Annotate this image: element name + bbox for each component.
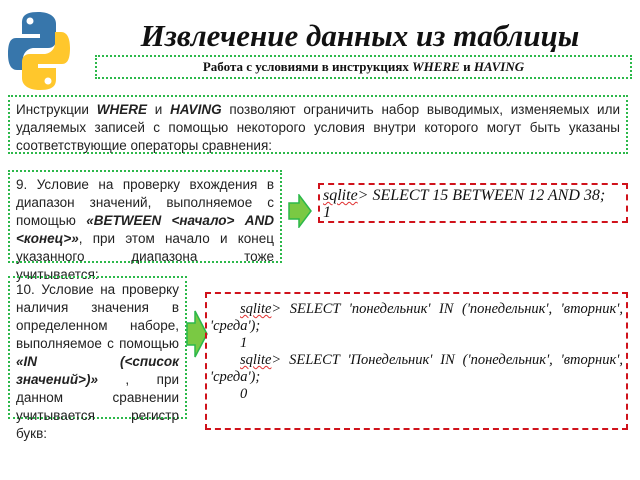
between-syntax: «BETWEEN <начало> AND <конец>» <box>16 213 274 246</box>
code10-box: sqlite> SELECT 'понедельник' IN ('понеде… <box>205 292 628 430</box>
item10-box: 10. Условие на проверку наличия значения… <box>8 276 187 441</box>
arrow-right-icon <box>288 192 312 233</box>
sql-result: 1 <box>323 204 331 221</box>
intro-text: позволяют ограничить набор выводимых, из… <box>16 102 620 153</box>
arrow-right-icon <box>186 310 208 363</box>
python-logo <box>8 10 70 92</box>
subtitle-where: WHERE <box>412 59 460 74</box>
sql-query-cont: 'среда'); <box>210 369 261 385</box>
intro-text: Инструкции <box>16 102 97 117</box>
sql-query: > SELECT 15 BETWEEN 12 AND 38; <box>357 187 606 204</box>
sql-result: 1 <box>240 335 248 351</box>
subtitle-box: Работа с условиями в инструкциях WHERE и… <box>95 55 632 79</box>
item10-text: , при данном сравнении учитывается регис… <box>16 372 179 441</box>
item9-text: , при этом начало и конец указанного диа… <box>16 231 274 282</box>
subtitle-and: и <box>459 59 474 74</box>
in-syntax: «IN (<список значений>)» <box>16 354 179 387</box>
keyword-having: HAVING <box>170 102 222 117</box>
intro-text: и <box>146 102 171 117</box>
sql-result: 0 <box>240 386 248 402</box>
sql-query: > SELECT 'понедельник' IN ('понедельник'… <box>271 301 623 317</box>
sql-query-cont: 'среда'); <box>210 318 261 334</box>
page-title: Извлечение данных из таблицы <box>140 18 580 53</box>
intro-box: Инструкции WHERE и HAVING позволяют огра… <box>8 95 628 154</box>
sqlite-prompt: sqlite <box>323 187 358 204</box>
subtitle-text: Работа с условиями в инструкциях <box>202 59 413 74</box>
item9-text: 9. Условие на проверку вхождения в диапа… <box>16 177 274 228</box>
sqlite-prompt: sqlite <box>240 352 272 368</box>
item9-box: 9. Условие на проверку вхождения в диапа… <box>8 170 282 282</box>
item10-text: 10. Условие на проверку наличия значения… <box>16 282 179 351</box>
keyword-where: WHERE <box>96 102 147 117</box>
sqlite-prompt: sqlite <box>240 301 272 317</box>
sql-query: > SELECT 'Понедельник' IN ('понедельник'… <box>271 352 623 368</box>
subtitle-having: HAVING <box>473 59 525 74</box>
code9-box: sqlite> SELECT 15 BETWEEN 12 AND 38; 1 <box>318 183 628 223</box>
